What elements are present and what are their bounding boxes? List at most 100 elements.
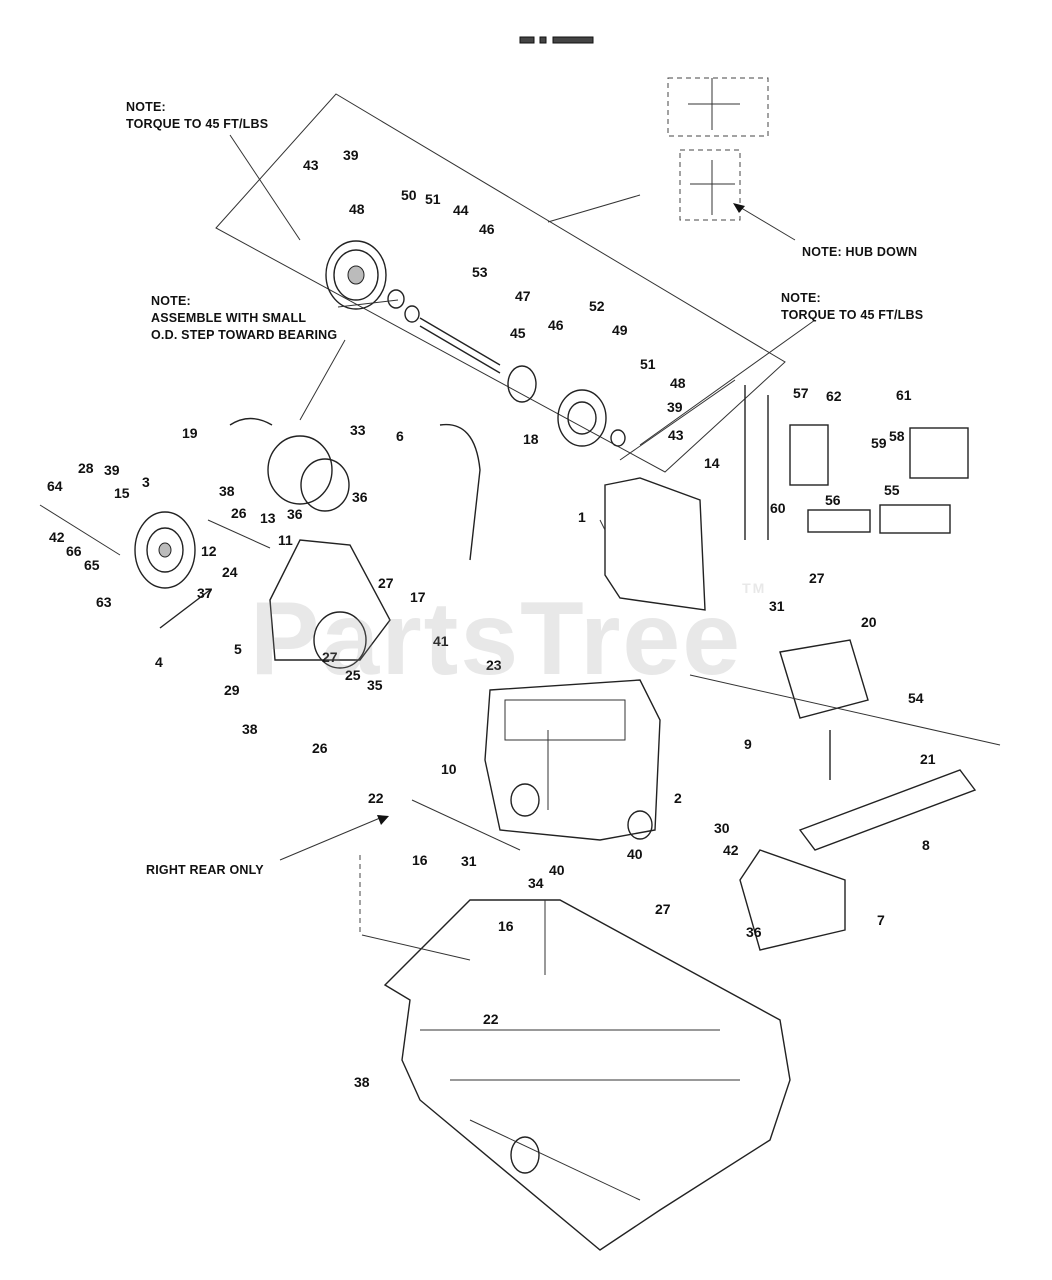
callout-29: 29 [224, 682, 240, 698]
callout-17: 17 [410, 589, 426, 605]
note-text: NOTE: HUB DOWN [802, 245, 918, 259]
callout-42a: 42 [49, 529, 65, 545]
callout-57: 57 [793, 385, 809, 401]
watermark-text: PartsTree [250, 581, 743, 697]
callout-53: 53 [472, 264, 488, 280]
chassis-frame [359, 855, 791, 1251]
callout-36b: 36 [287, 506, 303, 522]
callout-37: 37 [197, 585, 213, 601]
note-text: RIGHT REAR ONLY [146, 863, 264, 877]
callout-48b: 48 [670, 375, 686, 391]
callout-40b: 40 [549, 862, 565, 878]
callout-38c: 38 [354, 1074, 370, 1090]
note-heading: NOTE: [126, 100, 166, 114]
callout-27a: 27 [378, 575, 394, 591]
callout-8: 8 [922, 837, 930, 853]
partstree-watermark: PartsTreeTM [250, 580, 766, 699]
callout-1: 1 [578, 509, 586, 525]
callout-12: 12 [201, 543, 217, 559]
callout-51a: 51 [425, 191, 441, 207]
callout-26a: 26 [231, 505, 247, 521]
note-text: TORQUE TO 45 FT/LBS [126, 117, 269, 131]
callout-62: 62 [826, 388, 842, 404]
callout-66: 66 [66, 543, 82, 559]
callout-59: 59 [871, 435, 887, 451]
callout-50: 50 [401, 187, 417, 203]
pulley-cluster [39, 417, 481, 669]
inset-axle-assembly [325, 240, 626, 447]
callout-20: 20 [861, 614, 877, 630]
callout-36a: 36 [352, 489, 368, 505]
header-fragment [519, 36, 594, 44]
right-components [689, 385, 1001, 951]
note-heading: NOTE: [781, 291, 821, 305]
callout-6: 6 [396, 428, 404, 444]
callout-14: 14 [704, 455, 720, 471]
callout-9: 9 [744, 736, 752, 752]
callout-39c: 39 [104, 462, 120, 478]
callout-34: 34 [528, 875, 544, 891]
callout-31b: 31 [461, 853, 477, 869]
callout-51b: 51 [640, 356, 656, 372]
mount-bracket [599, 477, 706, 611]
callout-64: 64 [47, 478, 63, 494]
callout-42b: 42 [723, 842, 739, 858]
callout-3: 3 [142, 474, 150, 490]
callout-40a: 40 [627, 846, 643, 862]
callout-22b: 22 [483, 1011, 499, 1027]
callout-25: 25 [345, 667, 361, 683]
callout-18: 18 [523, 431, 539, 447]
callout-48a: 48 [349, 201, 365, 217]
callout-5: 5 [234, 641, 242, 657]
callout-61: 61 [896, 387, 912, 403]
callout-43b: 43 [668, 427, 684, 443]
callout-47: 47 [515, 288, 531, 304]
callout-labels: 43 39 48 50 51 44 46 53 47 45 46 52 49 5… [47, 147, 936, 1090]
callout-45: 45 [510, 325, 526, 341]
callout-41: 41 [433, 633, 449, 649]
callout-26b: 26 [312, 740, 328, 756]
note-heading: NOTE: [151, 294, 191, 308]
callout-39a: 39 [343, 147, 359, 163]
note-torque-top-left: NOTE: TORQUE TO 45 FT/LBS [126, 99, 268, 133]
callout-27b: 27 [809, 570, 825, 586]
callout-36c: 36 [746, 924, 762, 940]
callout-60: 60 [770, 500, 786, 516]
callout-13: 13 [260, 510, 276, 526]
callout-23: 23 [486, 657, 502, 673]
callout-38a: 38 [219, 483, 235, 499]
trademark-symbol: TM [742, 580, 767, 596]
note-hub-down: NOTE: HUB DOWN [802, 244, 917, 261]
callout-22a: 22 [368, 790, 384, 806]
callout-7: 7 [877, 912, 885, 928]
callout-35: 35 [367, 677, 383, 693]
note-torque-right: NOTE: TORQUE TO 45 FT/LBS [781, 290, 923, 324]
callout-58: 58 [889, 428, 905, 444]
callout-10: 10 [441, 761, 457, 777]
callout-21: 21 [920, 751, 936, 767]
callout-49: 49 [612, 322, 628, 338]
callout-39b: 39 [667, 399, 683, 415]
callout-55: 55 [884, 482, 900, 498]
callout-16a: 16 [412, 852, 428, 868]
note-text: ASSEMBLE WITH SMALL [151, 311, 307, 325]
callout-52: 52 [589, 298, 605, 314]
callout-2: 2 [674, 790, 682, 806]
callout-4: 4 [155, 654, 163, 670]
callout-15: 15 [114, 485, 130, 501]
callout-54: 54 [908, 690, 924, 706]
callout-16b: 16 [498, 918, 514, 934]
callout-27c: 27 [322, 649, 338, 665]
callout-33: 33 [350, 422, 366, 438]
callout-11: 11 [278, 532, 293, 548]
engine-block [411, 679, 661, 851]
callout-38b: 38 [242, 721, 258, 737]
note-right-rear-only: RIGHT REAR ONLY [146, 862, 264, 879]
inset-panel-outline [215, 93, 786, 473]
callout-28: 28 [78, 460, 94, 476]
callout-19: 19 [182, 425, 198, 441]
note-text: O.D. STEP TOWARD BEARING [151, 328, 338, 342]
callout-31a: 31 [769, 598, 785, 614]
callout-44: 44 [453, 202, 469, 218]
note-text: TORQUE TO 45 FT/LBS [781, 308, 924, 322]
